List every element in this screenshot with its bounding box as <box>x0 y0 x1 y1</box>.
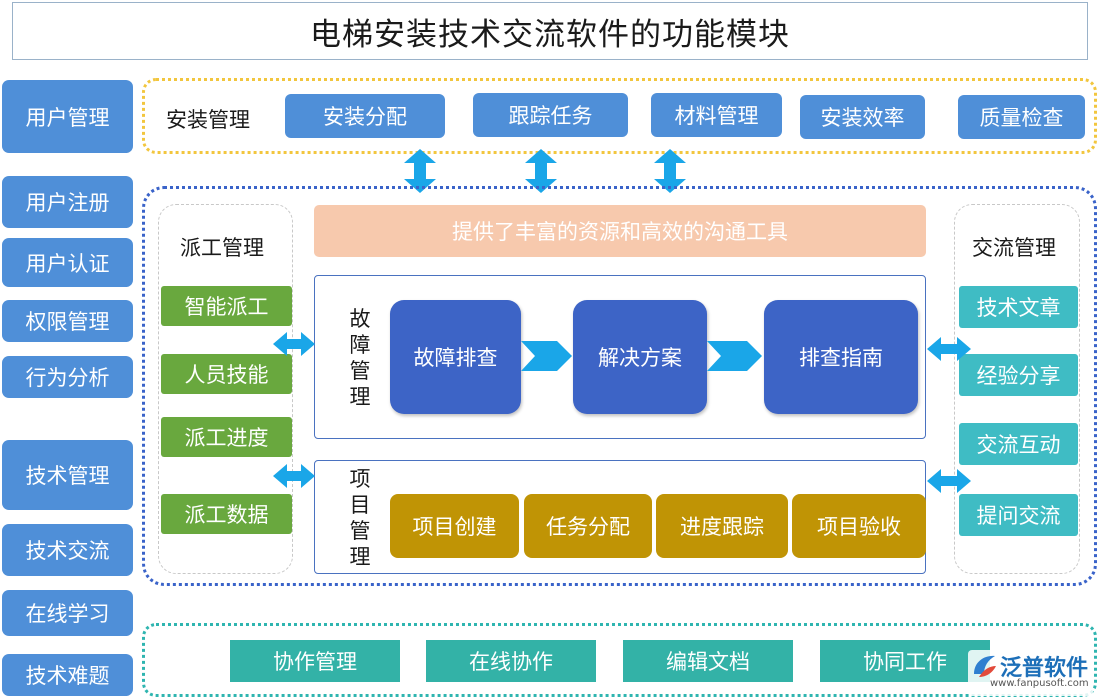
exchange-management-label: 交流管理 <box>972 236 1056 260</box>
double-arrow-vertical-icon <box>654 149 686 193</box>
smart-dispatch-button[interactable]: 智能派工 <box>161 286 292 326</box>
sidebar-item-technical-management[interactable]: 技术管理 <box>2 440 133 510</box>
double-arrow-horizontal-icon <box>927 469 971 493</box>
resources-banner: 提供了丰富的资源和高效的沟通工具 <box>314 205 926 257</box>
double-arrow-horizontal-icon <box>273 464 315 488</box>
fanpu-logo-icon <box>974 655 996 677</box>
solution-card[interactable]: 解决方案 <box>573 300 707 414</box>
dispatch-progress-button[interactable]: 派工进度 <box>161 417 292 457</box>
chevron-right-icon <box>521 341 572 371</box>
exchange-interaction-button[interactable]: 交流互动 <box>959 423 1078 465</box>
progress-tracking-button[interactable]: 进度跟踪 <box>656 494 788 558</box>
troubleshooting-guide-card[interactable]: 排查指南 <box>764 300 918 414</box>
dispatch-data-button[interactable]: 派工数据 <box>161 494 292 534</box>
install-management-label: 安装管理 <box>166 108 250 132</box>
sidebar-item-user-management[interactable]: 用户管理 <box>2 80 133 153</box>
online-collaboration-button[interactable]: 在线协作 <box>426 640 596 682</box>
sidebar-item-user-authentication[interactable]: 用户认证 <box>2 238 133 287</box>
double-arrow-vertical-icon <box>404 149 436 193</box>
edit-documents-button[interactable]: 编辑文档 <box>623 640 793 682</box>
exchange-management-column <box>954 204 1080 574</box>
sidebar-item-technical-exchange[interactable]: 技术交流 <box>2 524 133 576</box>
material-management-button[interactable]: 材料管理 <box>651 93 782 137</box>
question-exchange-button[interactable]: 提问交流 <box>959 494 1078 536</box>
dispatch-management-column <box>158 204 293 574</box>
install-efficiency-button[interactable]: 安装效率 <box>800 95 925 139</box>
project-creation-button[interactable]: 项目创建 <box>390 494 519 558</box>
collaboration-group <box>142 623 1097 697</box>
sidebar-item-permission-management[interactable]: 权限管理 <box>2 300 133 342</box>
chevron-right-icon <box>707 341 762 371</box>
double-arrow-vertical-icon <box>525 149 557 193</box>
logo-url: www.fanpusoft.com <box>990 678 1089 689</box>
task-allocation-button[interactable]: 任务分配 <box>524 494 652 558</box>
quality-inspection-button[interactable]: 质量检查 <box>958 95 1085 139</box>
sidebar-item-behavior-analysis[interactable]: 行为分析 <box>2 356 133 398</box>
project-management-label: 项 目 管 理 <box>349 467 371 569</box>
project-acceptance-button[interactable]: 项目验收 <box>792 494 926 558</box>
double-arrow-horizontal-icon <box>927 337 971 361</box>
collaboration-management-button[interactable]: 协作管理 <box>230 640 400 682</box>
tech-articles-button[interactable]: 技术文章 <box>959 286 1078 328</box>
collaborative-work-button[interactable]: 协同工作 <box>820 640 990 682</box>
sidebar-item-technical-problems[interactable]: 技术难题 <box>2 654 133 696</box>
install-allocation-button[interactable]: 安装分配 <box>285 94 445 138</box>
logo-name: 泛普软件 <box>1000 655 1089 681</box>
install-management-group <box>142 78 1097 154</box>
fault-management-label: 故 障 管 理 <box>349 307 371 409</box>
fault-troubleshooting-card[interactable]: 故障排查 <box>390 300 521 414</box>
experience-sharing-button[interactable]: 经验分享 <box>959 354 1078 396</box>
tracking-task-button[interactable]: 跟踪任务 <box>473 93 628 137</box>
page-title: 电梯安装技术交流软件的功能模块 <box>12 2 1088 60</box>
core-modules-group <box>142 186 1097 586</box>
personnel-skills-button[interactable]: 人员技能 <box>161 354 292 394</box>
sidebar-item-user-registration[interactable]: 用户注册 <box>2 176 133 228</box>
double-arrow-horizontal-icon <box>273 332 315 356</box>
dispatch-management-label: 派工管理 <box>180 236 264 260</box>
sidebar-item-online-learning[interactable]: 在线学习 <box>2 590 133 636</box>
